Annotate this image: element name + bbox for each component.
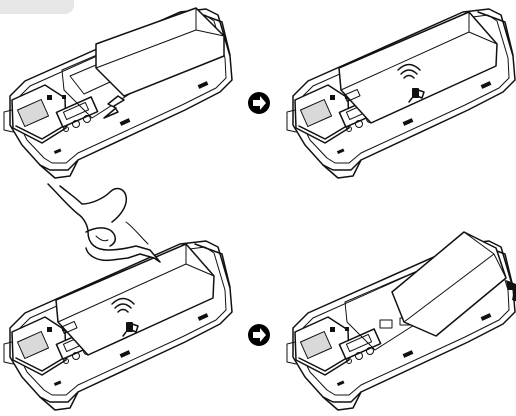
panel-top-right — [287, 9, 515, 178]
next-step-arrow-icon — [248, 324, 270, 346]
finger-press-icon — [48, 184, 160, 262]
panel-bottom-left — [4, 184, 232, 410]
panel-bottom-right — [287, 232, 516, 410]
next-step-arrow-icon — [248, 92, 270, 114]
panel-top-left — [4, 8, 232, 178]
